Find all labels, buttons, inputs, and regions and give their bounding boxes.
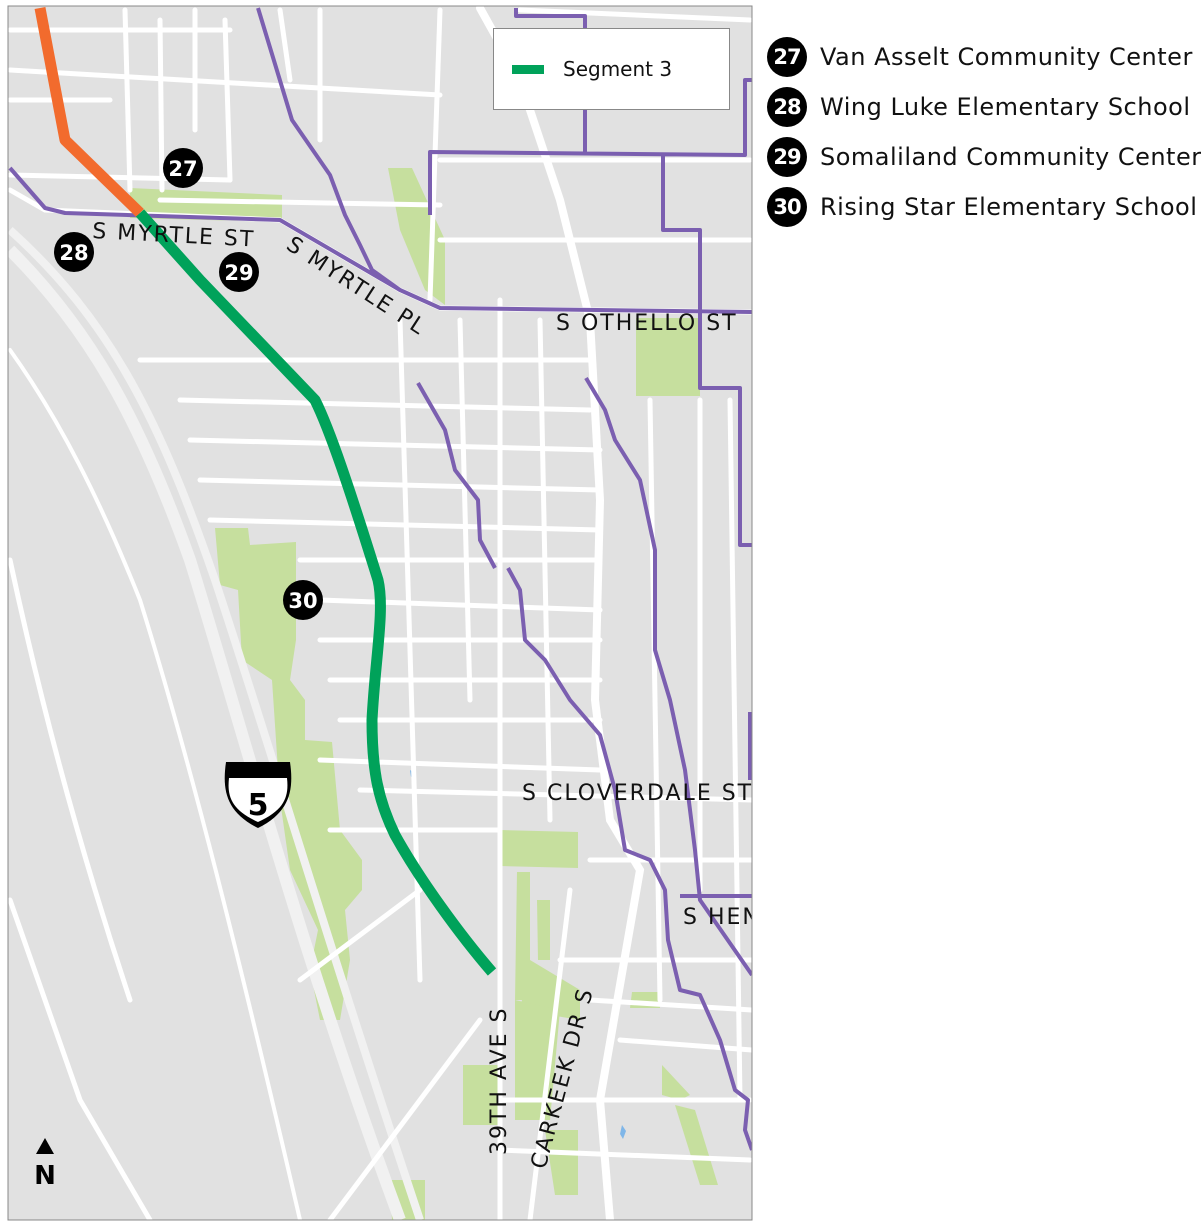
- poi-marker-29[interactable]: 29: [219, 252, 259, 292]
- bike-routes: [8, 7, 752, 1151]
- poi-marker-30[interactable]: 30: [283, 580, 323, 620]
- svg-text:N: N: [34, 1161, 56, 1191]
- poi-number-badge: 27: [767, 37, 807, 77]
- poi-name: Wing Luke Elementary School: [820, 93, 1191, 121]
- poi-marker-27[interactable]: 27: [163, 148, 203, 188]
- svg-text:28: 28: [59, 241, 88, 265]
- poi-key: 27 Van Asselt Community Center 28 Wing Luk…: [767, 32, 1201, 232]
- poi-key-item: 27 Van Asselt Community Center: [767, 32, 1201, 82]
- legend-label-segment-3: Segment 3: [563, 57, 673, 81]
- poi-key-item: 30 Rising Star Elementary School: [767, 182, 1201, 232]
- poi-key-item: 29 Somaliland Community Center: [767, 132, 1201, 182]
- svg-text:5: 5: [248, 788, 269, 823]
- poi-key-item: 28 Wing Luke Elementary School: [767, 82, 1201, 132]
- poi-name: Somaliland Community Center: [820, 143, 1201, 171]
- legend: Segment 3: [493, 28, 730, 110]
- water: [620, 1125, 626, 1139]
- segment-3-route: [135, 209, 497, 976]
- svg-text:30: 30: [288, 589, 317, 613]
- north-arrow-icon: N: [34, 1138, 56, 1191]
- poi-number-badge: 30: [767, 187, 807, 227]
- legend-swatch-segment-3: [512, 65, 544, 74]
- poi-marker-28[interactable]: 28: [54, 232, 94, 272]
- svg-text:29: 29: [224, 261, 253, 285]
- poi-name: Rising Star Elementary School: [820, 193, 1198, 221]
- poi-markers: 27 28 29 30: [54, 148, 323, 620]
- poi-name: Van Asselt Community Center: [820, 43, 1193, 71]
- poi-number-badge: 28: [767, 87, 807, 127]
- poi-number-badge: 29: [767, 137, 807, 177]
- street-label-39th-ave-s: 39TH AVE S: [487, 1006, 512, 1155]
- interstate-5-shield-icon: 5: [224, 762, 292, 828]
- street-label-s-cloverdale-st: S CLOVERDALE ST: [522, 781, 753, 806]
- street-label-s-othello-st: S OTHELLO ST: [556, 311, 738, 336]
- street-label-s-henderson-st: S HEN: [683, 905, 761, 930]
- highway-i5: [8, 227, 424, 1220]
- adjacent-segment-route: [34, 6, 144, 217]
- map-frame: [7, 5, 753, 1221]
- svg-text:27: 27: [168, 157, 197, 181]
